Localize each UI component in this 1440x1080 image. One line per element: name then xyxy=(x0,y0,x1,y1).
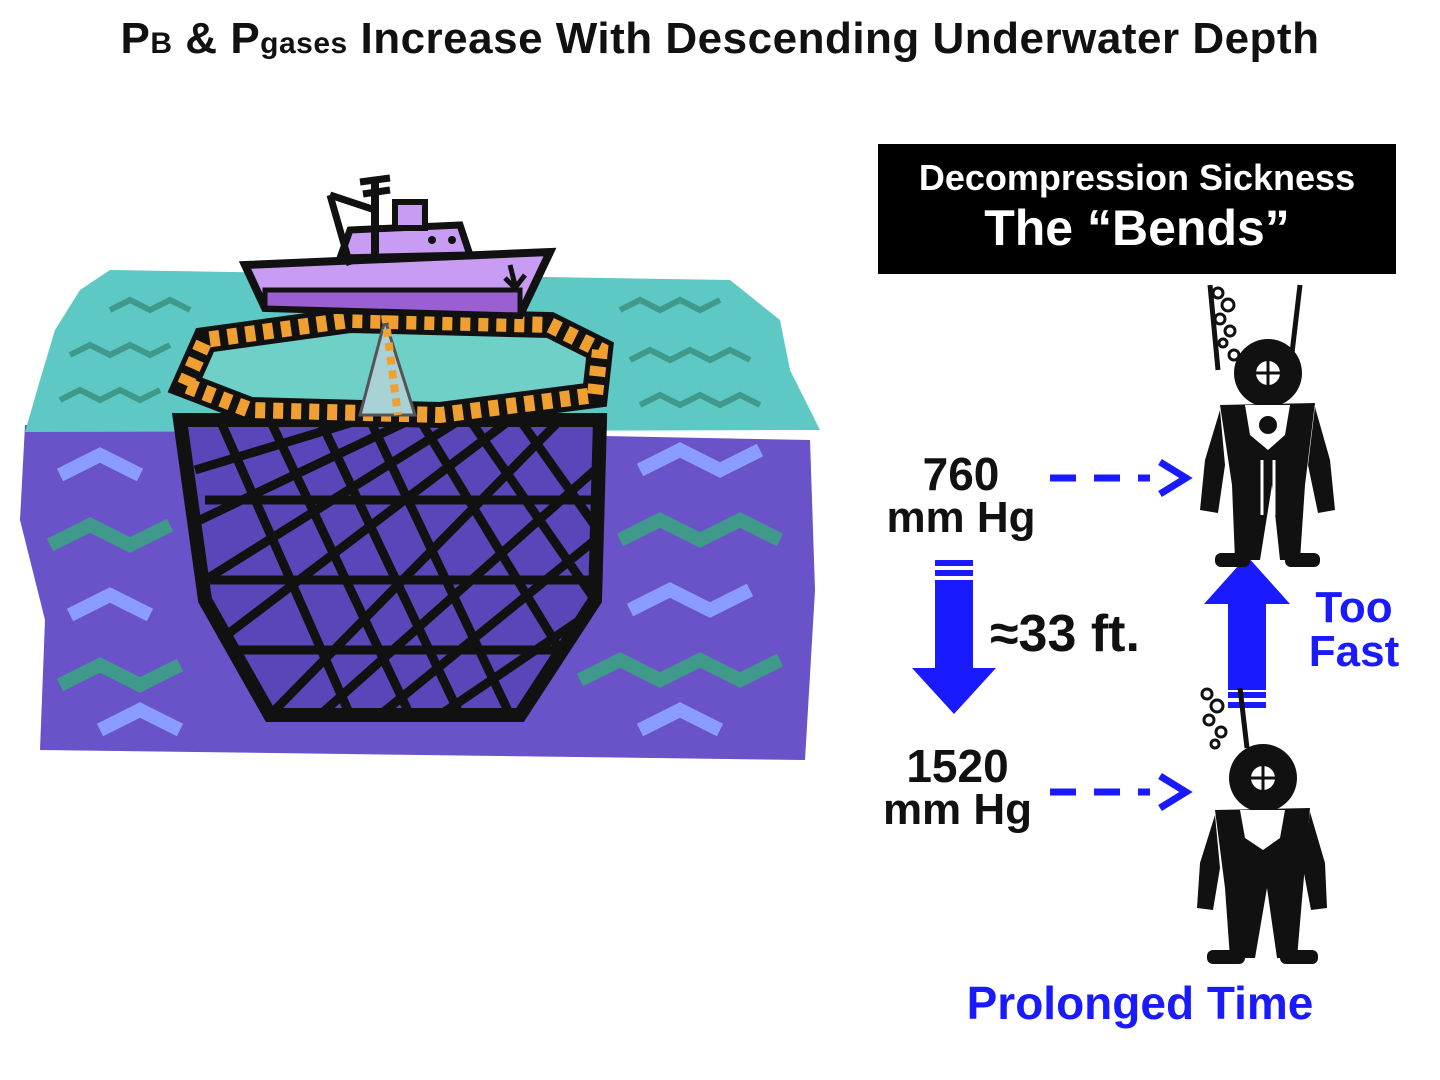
title-pg-sub: gases xyxy=(260,27,348,60)
descent-arrow-icon xyxy=(912,560,996,714)
too-fast-label: Too Fast xyxy=(1296,586,1412,674)
net-float-ring xyxy=(167,306,614,429)
pressure-top-value: 760 xyxy=(922,448,1000,500)
title-pb-main: P xyxy=(120,14,151,63)
pressure-top-unit: mm Hg xyxy=(886,493,1036,542)
pressure-top-label: 760 mm Hg xyxy=(866,448,1056,542)
too-fast-line1: Too xyxy=(1315,583,1393,632)
page-title: PB & Pgases Increase With Descending Und… xyxy=(0,14,1440,64)
pressure-bottom-label: 1520 mm Hg xyxy=(860,740,1055,834)
prolonged-time-label: Prolonged Time xyxy=(966,977,1314,1029)
bends-box-line2: The “Bends” xyxy=(984,200,1290,256)
fishing-net-icon xyxy=(171,413,608,722)
bends-box-line1: Decompression Sickness xyxy=(918,157,1356,198)
ascent-arrow-icon xyxy=(1204,556,1290,708)
bubbles-icon xyxy=(1211,286,1241,362)
title-rest: Increase With Descending Underwater Dept… xyxy=(360,14,1320,63)
title-pb-sub: B xyxy=(150,27,173,60)
pressure-bottom-value: 1520 xyxy=(906,740,1009,792)
diver-icon xyxy=(1200,284,1335,567)
pressure-bottom-unit: mm Hg xyxy=(882,785,1033,834)
bends-title-box: Decompression Sickness The “Bends” xyxy=(878,144,1396,274)
fishing-scene-illustration xyxy=(20,174,820,760)
fishing-boat-icon xyxy=(238,174,557,320)
title-amp: & xyxy=(185,14,218,63)
bubbles-icon xyxy=(1200,687,1228,750)
deep-water-waves xyxy=(46,442,784,737)
depth-label: ≈33 ft. xyxy=(990,605,1140,663)
title-pg-main: P xyxy=(230,14,261,63)
diver-icon xyxy=(1197,687,1327,964)
too-fast-line2: Fast xyxy=(1308,627,1400,676)
dashed-arrow-bottom xyxy=(1050,773,1193,811)
dashed-arrow-top xyxy=(1050,459,1193,497)
